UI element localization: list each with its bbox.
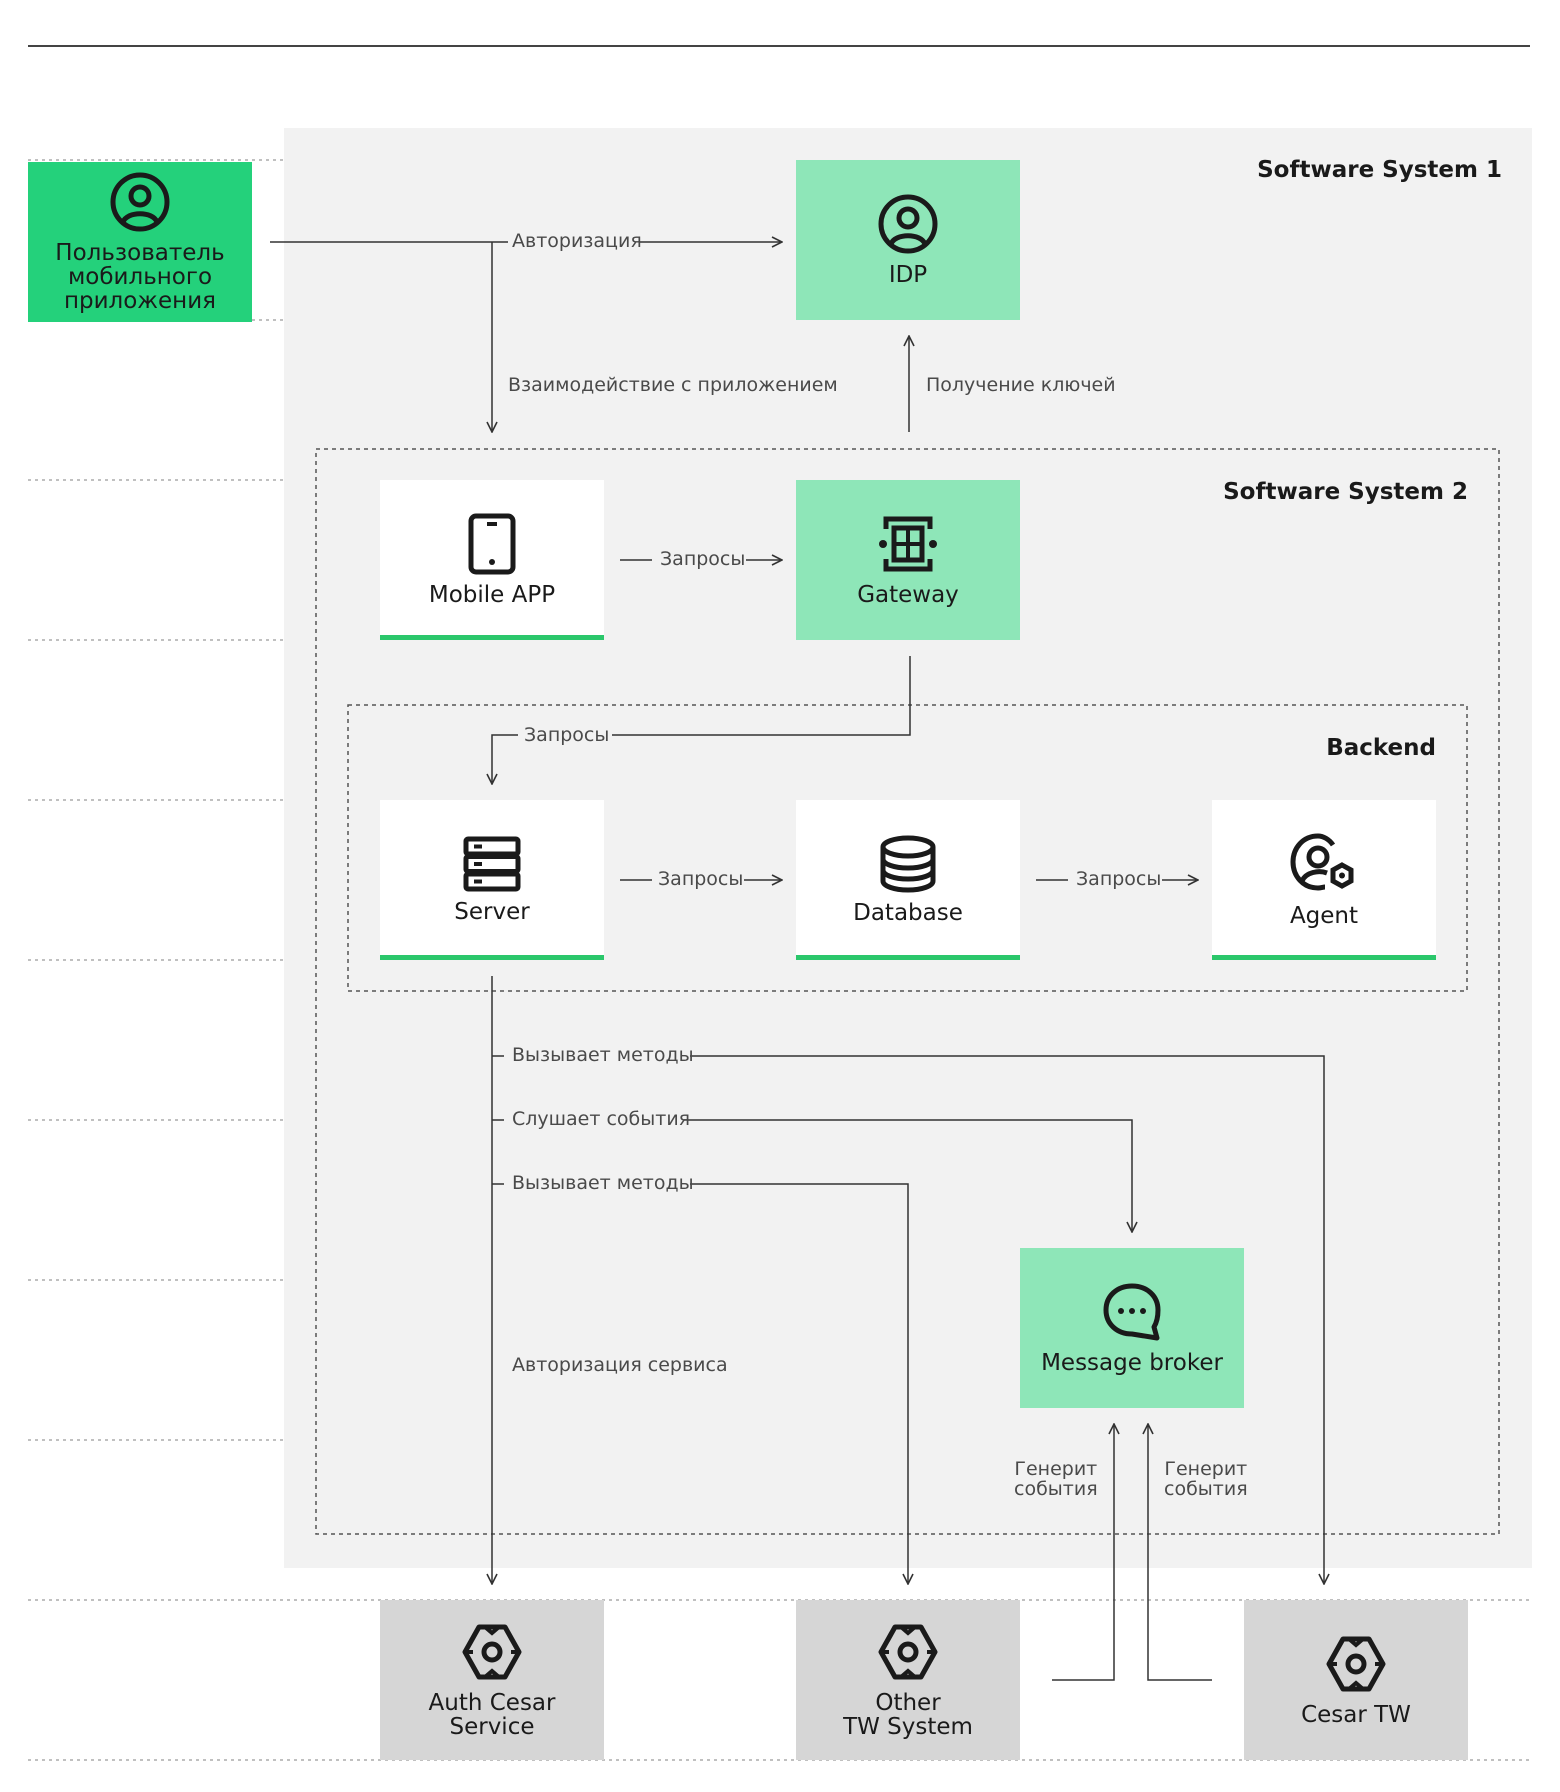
node-agent[interactable]: Agent (1212, 800, 1436, 960)
backend-title: Backend (1326, 735, 1436, 761)
edge-label-req-gateway-server: Запросы (524, 724, 610, 746)
node-message-broker[interactable]: Message broker (1020, 1248, 1244, 1408)
edge-label-req-db-agent: Запросы (1076, 868, 1162, 890)
node-idp[interactable]: IDP (796, 160, 1020, 320)
edge-label-calls-methods-1: Вызывает методы (512, 1044, 694, 1066)
node-auth-cesar-service-label: Auth Cesar Service (428, 1690, 556, 1740)
node-database[interactable]: Database (796, 800, 1020, 960)
node-mobile-app[interactable]: Mobile APP (380, 480, 604, 640)
server-icon (463, 836, 521, 892)
node-idp-label: IDP (888, 262, 928, 288)
database-icon (880, 835, 936, 893)
user-circle-icon (110, 172, 170, 232)
user-gear-icon (1290, 833, 1354, 891)
edge-label-req-mobile-gateway: Запросы (660, 548, 746, 570)
edge-gen-other (1052, 1424, 1114, 1681)
edge-req-gs-a (612, 656, 911, 736)
node-cesar-tw-label: Cesar TW (1301, 1702, 1411, 1728)
edge-label-calls-methods-2: Вызывает методы (512, 1172, 694, 1194)
node-other-tw-system[interactable]: Other TW System (796, 1600, 1020, 1760)
node-server[interactable]: Server (380, 800, 604, 960)
backend-border (347, 704, 1468, 992)
chat-bubble-icon (1103, 1283, 1161, 1341)
gear-icon (462, 1624, 522, 1680)
node-cesar-tw[interactable]: Cesar TW (1244, 1600, 1468, 1760)
edge-req-gs-b (492, 734, 518, 784)
edge-label-keys: Получение ключей (926, 374, 1116, 396)
edge-label-listens-events: Слушает события (512, 1108, 691, 1130)
node-server-label: Server (454, 899, 530, 925)
smartphone-icon (468, 513, 516, 575)
edge-label-req-server-db: Запросы (658, 868, 744, 890)
node-agent-label: Agent (1289, 903, 1359, 929)
gear-icon (878, 1624, 938, 1680)
edge-calls-cesar (690, 1055, 1324, 1584)
node-mobile-user-label: Пользователь мобильного приложения (55, 240, 225, 314)
gateway-icon (879, 516, 937, 572)
edge-label-service-auth: Авторизация сервиса (512, 1354, 728, 1376)
user-circle-icon (878, 194, 938, 254)
software-system-1-title: Software System 1 (1257, 157, 1502, 183)
gear-icon (1326, 1636, 1386, 1692)
node-gateway[interactable]: Gateway (796, 480, 1020, 640)
node-mobile-user[interactable]: Пользователь мобильного приложения (28, 162, 252, 322)
edge-label-gen-events-2: Генерит события (1164, 1458, 1248, 1500)
node-message-broker-label: Message broker (1041, 1350, 1223, 1376)
edge-label-auth: Авторизация (512, 230, 642, 252)
edge-gen-cesar (1148, 1424, 1212, 1681)
node-other-tw-system-label: Other TW System (843, 1690, 973, 1740)
edge-label-interaction: Взаимодействие с приложением (508, 374, 838, 396)
edge-label-gen-events-1: Генерит события (1014, 1458, 1098, 1500)
node-mobile-app-label: Mobile APP (428, 582, 556, 608)
node-database-label: Database (853, 900, 963, 926)
row-guides (28, 159, 1532, 1761)
node-gateway-label: Gateway (857, 582, 959, 608)
node-auth-cesar-service[interactable]: Auth Cesar Service (380, 1600, 604, 1760)
edge-listens-broker (684, 1119, 1132, 1232)
software-system-2-title: Software System 2 (1223, 479, 1468, 505)
edge-calls-other (690, 1183, 908, 1584)
